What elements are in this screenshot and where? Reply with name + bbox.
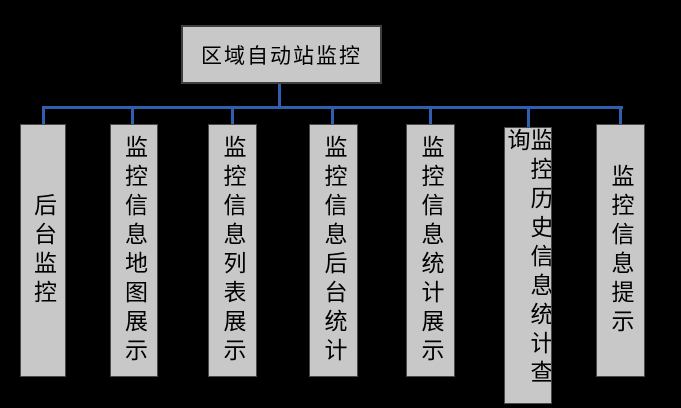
node-monitoring-info-map-display: 监控信息地图展示 bbox=[110, 124, 158, 377]
node-label: 监控信息地图展示 bbox=[121, 134, 147, 367]
connector-drop-7 bbox=[619, 108, 622, 124]
node-backend-monitoring: 后台监控 bbox=[20, 124, 66, 377]
node-monitoring-info-prompt: 监控信息提示 bbox=[596, 124, 645, 377]
node-label: 监控信息提示 bbox=[608, 163, 633, 338]
node-label: 监控历史信息统计查询 bbox=[504, 128, 552, 389]
root-node-label: 区域自动站监控 bbox=[201, 43, 362, 68]
node-monitoring-history-statistics-query: 监控历史信息统计查询 bbox=[504, 127, 552, 404]
connector-drop-2 bbox=[131, 108, 134, 124]
root-node: 区域自动站监控 bbox=[181, 25, 382, 84]
connector-drop-4 bbox=[331, 108, 334, 124]
node-monitoring-info-list-display: 监控信息列表展示 bbox=[208, 124, 257, 377]
node-label: 监控信息后台统计 bbox=[321, 134, 346, 367]
connector-drop-5 bbox=[429, 108, 432, 124]
node-label: 监控信息统计展示 bbox=[418, 134, 443, 367]
node-monitoring-info-backend-statistics: 监控信息后台统计 bbox=[309, 124, 358, 377]
connector-drop-1 bbox=[42, 108, 45, 124]
node-label: 监控信息列表展示 bbox=[220, 134, 245, 367]
connector-drop-3 bbox=[231, 108, 234, 124]
connector-horizontal-bar bbox=[42, 106, 623, 109]
node-monitoring-info-statistics-display: 监控信息统计展示 bbox=[406, 124, 455, 377]
node-label: 后台监控 bbox=[30, 192, 56, 309]
connector-drop-6 bbox=[527, 108, 530, 127]
connector-stem bbox=[278, 84, 281, 107]
